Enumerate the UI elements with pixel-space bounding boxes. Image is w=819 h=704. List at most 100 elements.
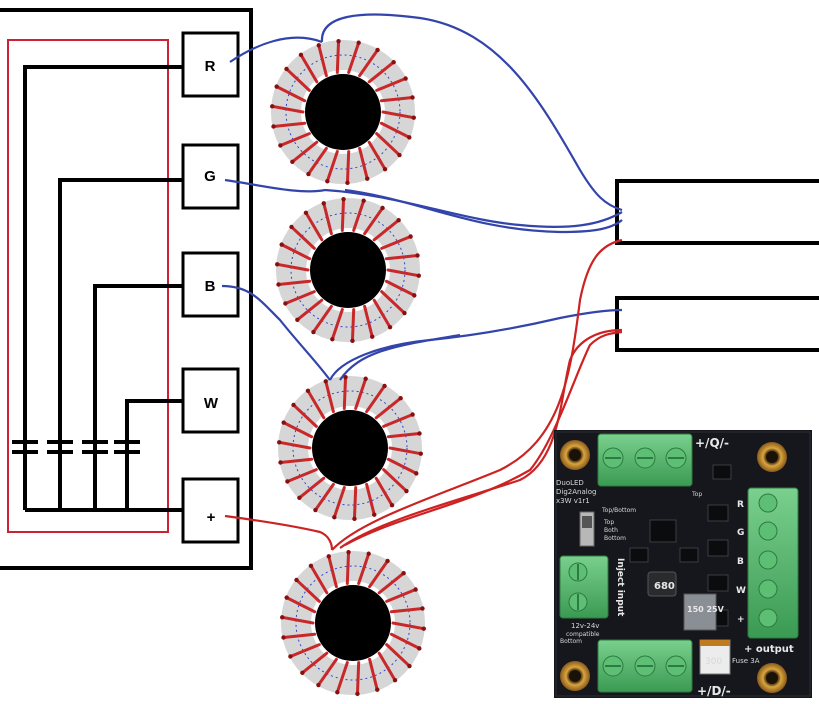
winding-turn — [271, 121, 307, 128]
winding-end — [389, 503, 395, 508]
wire-plus-out-2 — [339, 328, 623, 549]
winding-turn — [386, 457, 418, 475]
terminal-b: B — [181, 251, 240, 318]
winding-turn — [377, 651, 397, 682]
diode-label: 300 — [705, 657, 722, 667]
bottom-connector-label: +/D/- — [697, 684, 731, 698]
output-label: + output — [744, 644, 794, 655]
winding-end — [336, 38, 341, 44]
winding-turn — [276, 279, 312, 286]
winding-end — [300, 670, 305, 675]
compat-label: compatible — [566, 631, 600, 638]
output-strip-2 — [615, 296, 819, 352]
winding-end — [294, 577, 299, 583]
winding-end — [413, 587, 418, 592]
terminal-g: G — [181, 143, 240, 210]
winding-end — [401, 571, 406, 576]
winding-end — [408, 234, 413, 239]
wire-b-link — [339, 333, 461, 381]
winding-end — [412, 293, 417, 298]
winding-end — [284, 66, 289, 72]
winding-end — [407, 135, 412, 140]
toroid-center — [315, 585, 391, 661]
wire-plus-out-1 — [331, 238, 623, 551]
winding-end — [297, 495, 302, 500]
winding-turn — [309, 564, 329, 595]
winding-turn — [386, 268, 421, 278]
winding-turn — [275, 85, 307, 103]
winding-turn — [295, 578, 321, 603]
board-sub: Dig2Analog — [556, 488, 596, 496]
winding-end — [278, 460, 283, 465]
winding-turn — [317, 43, 328, 78]
winding-end — [321, 201, 326, 206]
winding-end — [325, 179, 330, 184]
winding-end — [410, 95, 415, 100]
terminal-w-label: W — [204, 395, 219, 412]
winding-turn — [270, 104, 305, 114]
winding-turn — [365, 482, 376, 517]
winding-end — [418, 451, 423, 456]
toroid-center — [312, 410, 388, 486]
winding-end — [380, 205, 385, 211]
winding-end — [311, 329, 316, 335]
terminal-w: W — [181, 367, 240, 434]
winding-turn — [385, 588, 418, 603]
toroid-guide — [292, 390, 408, 506]
winding-end — [415, 253, 420, 258]
toroid-layer — [270, 38, 426, 697]
switch-top: Top — [603, 519, 614, 526]
winding-turn — [280, 615, 315, 625]
winding-turn — [377, 571, 406, 595]
winding-end — [290, 159, 295, 164]
winding-turn — [384, 254, 420, 261]
winding-turn — [358, 146, 369, 181]
winding-turn — [316, 657, 338, 687]
winding-end — [298, 52, 304, 57]
wire-b-out — [329, 308, 623, 381]
terminal-block-top — [597, 433, 693, 487]
toroid-guide — [285, 54, 401, 170]
winding-end — [391, 60, 396, 65]
winding-end — [335, 690, 340, 695]
winding-end — [346, 549, 351, 555]
inject-input-label: Inject input — [615, 558, 625, 617]
winding-end — [397, 152, 402, 158]
toroid-guide — [295, 565, 411, 681]
toroid-guide — [290, 212, 406, 328]
winding-turn — [380, 235, 413, 250]
top-connector-label: +/Q/- — [695, 436, 729, 450]
winding-end — [363, 376, 368, 381]
winding-end — [421, 626, 426, 631]
output-pin-g: G — [737, 528, 744, 538]
winding-end — [277, 440, 282, 445]
winding-turn — [391, 621, 426, 631]
winding-turn — [368, 657, 379, 692]
winding-end — [271, 124, 276, 129]
winding-end — [284, 595, 289, 600]
winding-turn — [374, 476, 394, 507]
winding-turn — [345, 550, 351, 585]
winding-turn — [322, 201, 333, 236]
winding-end — [332, 515, 337, 520]
winding-end — [402, 310, 407, 316]
winding-end — [289, 224, 294, 230]
winding-turn — [288, 643, 321, 658]
winding-turn — [363, 206, 385, 236]
winding-turn — [358, 48, 380, 78]
winding-end — [270, 104, 275, 109]
toroid-3 — [277, 374, 423, 522]
winding-end — [382, 167, 388, 172]
winding-turn — [381, 110, 416, 120]
winding-turn — [335, 39, 341, 74]
winding-turn — [327, 554, 338, 589]
winding-turn — [297, 476, 326, 500]
winding-end — [291, 402, 296, 408]
winding-turn — [347, 41, 361, 74]
winding-end — [323, 379, 328, 384]
winding-turn — [372, 218, 401, 242]
switch-title: Top/Bottom — [601, 507, 636, 514]
winding-end — [411, 115, 416, 120]
winding-turn — [357, 552, 371, 585]
winding-end — [392, 678, 398, 683]
